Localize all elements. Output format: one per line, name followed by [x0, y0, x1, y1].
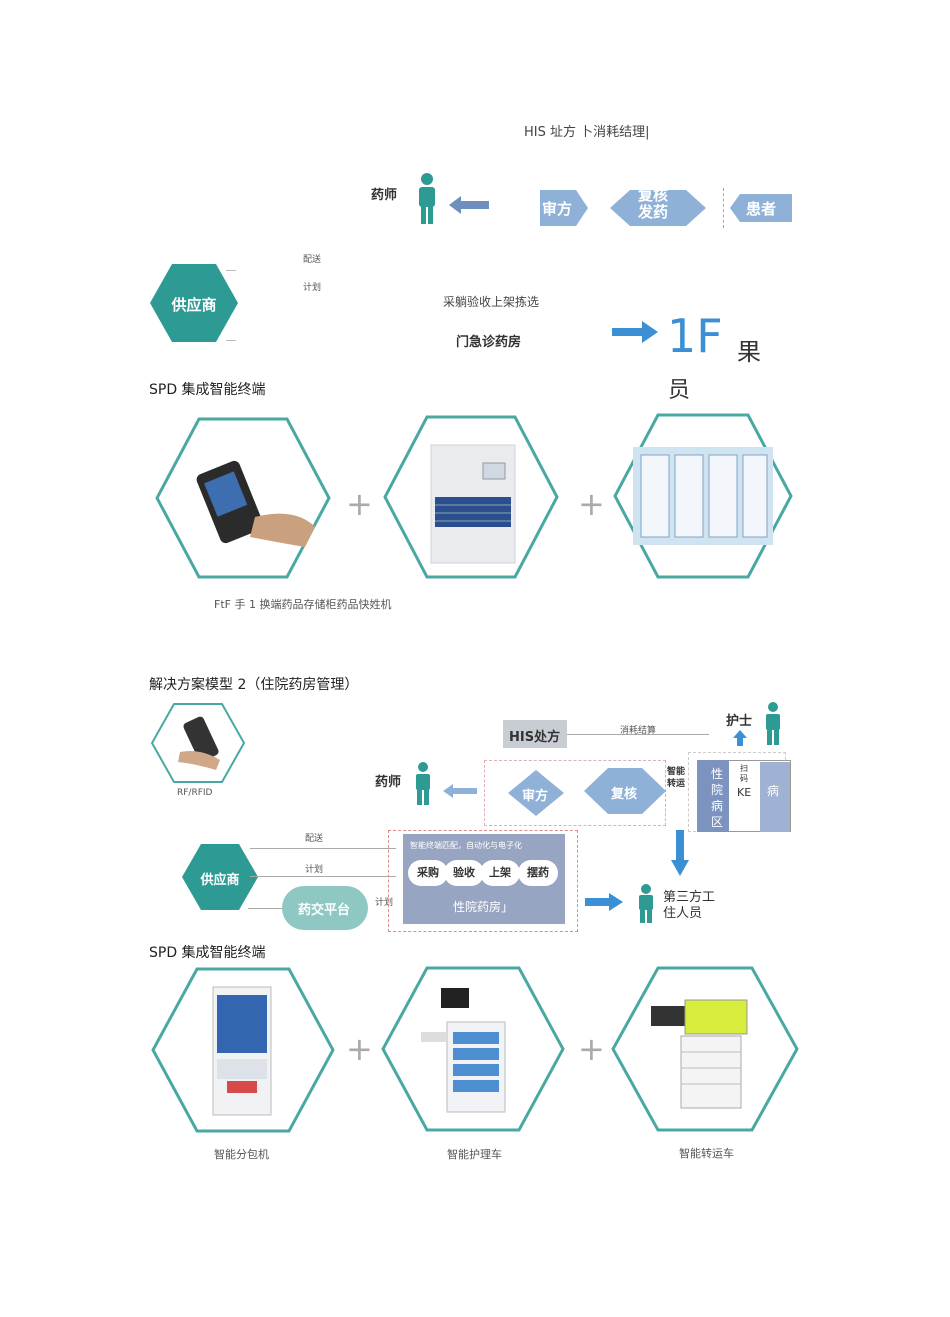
caption-packaging-machine: 智能分包机 — [214, 1148, 269, 1161]
pharmacist-label-2: 药师 — [375, 775, 402, 790]
his-rx-label: HIS处方 — [509, 730, 561, 745]
platform-label: 药交平台 — [298, 903, 351, 918]
ward-left-label: 性 院 病 区 — [711, 767, 724, 829]
outpatient-pharmacy-label: 门急诊药房 — [456, 335, 522, 350]
inpatient-pharmacy-label: 性院药房」 — [453, 900, 514, 914]
plus-icon: + — [578, 1030, 605, 1068]
terminal-title-1: SPD 集成智能终端 — [149, 382, 266, 398]
pharmacy-dashed-area — [388, 830, 578, 932]
deliver-line — [250, 848, 396, 849]
handheld-terminal-hexagon — [155, 417, 331, 579]
row1-caption: FtF 手 1 换端药品存储柜药品快姓机 — [214, 598, 392, 611]
ward-left-block — [697, 760, 729, 832]
step-accept-chip: 验收 — [444, 860, 484, 886]
smart-packaging-machine-hexagon — [151, 967, 335, 1133]
ward-right-block — [760, 762, 790, 832]
rfid-device-hexagon — [150, 703, 246, 783]
smart-header-label: 智能终端匹配，自动化与电子化 — [410, 841, 522, 850]
smart-transport-cart-hexagon — [611, 966, 799, 1132]
recheck-diamond — [610, 190, 706, 226]
supplier-label: 供应商 — [171, 296, 217, 314]
caption-transport-cart: 智能转运车 — [679, 1147, 734, 1160]
arrow-right-icon — [612, 321, 658, 343]
step-dispense-chip: 摆药 — [518, 860, 558, 886]
plus-icon: + — [346, 1030, 373, 1068]
recheck-diamond-2 — [584, 768, 666, 814]
pharmacist-person-icon — [419, 173, 435, 224]
process-steps: 采躺验收上架拣选 — [443, 295, 540, 309]
his-rx-box — [503, 720, 567, 748]
recheck-label-2: 复核 — [611, 787, 638, 802]
storage-cabinet-hexagon — [383, 415, 559, 579]
third-party-label: 第三方工 住人员 — [663, 890, 716, 921]
settle-line — [567, 734, 709, 735]
arrow-left-icon-2 — [443, 784, 477, 798]
plan-label-2a: 计划 — [305, 865, 324, 875]
patient-chevron — [730, 194, 792, 222]
supplier-line-bottom — [226, 340, 236, 341]
ke-label: KE — [737, 786, 752, 799]
supplier-label-2: 供应商 — [200, 873, 240, 888]
arrow-right-icon-2 — [585, 893, 623, 911]
plan-line — [250, 876, 396, 877]
plus-icon: + — [346, 485, 373, 523]
review-label: 审方 — [542, 200, 573, 218]
staff-label: 员 — [668, 378, 691, 403]
quick-dispense-machine-hexagon — [613, 413, 793, 579]
solution-model-2-title: 解决方案模型 2（住院药房管理） — [149, 677, 359, 693]
plus-icon: + — [578, 485, 605, 523]
ward-right-label: 病 — [767, 784, 780, 798]
review-dashed-area — [484, 760, 666, 826]
arrow-up-icon — [733, 730, 747, 746]
recheck-label: 复核 发药 — [638, 186, 669, 221]
supplier-line-top — [226, 270, 236, 271]
settle-label: 消耗结算 — [620, 726, 657, 736]
caption-nursing-cart: 智能护理车 — [447, 1148, 502, 1161]
nurse-label: 护士 — [726, 714, 753, 729]
arrow-left-icon — [449, 196, 489, 214]
platform-line — [248, 908, 282, 909]
step-purchase-chip: 采购 — [408, 860, 448, 886]
plan-label-2b: 计划 — [375, 898, 394, 908]
arrow-down-icon — [671, 830, 689, 876]
supplier-hexagon-2 — [182, 844, 258, 910]
fruit-label: 果 — [737, 338, 761, 366]
review-diamond — [508, 770, 564, 816]
smart-nursing-cart-hexagon — [381, 966, 565, 1132]
nurse-person-icon — [766, 702, 780, 745]
pharmacist-person-icon-2 — [416, 762, 430, 805]
big-f-label: 1F — [667, 309, 723, 363]
rfid-label: RF/RFID — [177, 788, 213, 798]
step-shelve-chip: 上架 — [480, 860, 520, 886]
scan-label: 扫 码 — [740, 764, 748, 783]
supplier-hexagon — [150, 264, 238, 342]
smart-transport-label: 智能 转运 — [667, 767, 686, 789]
deliver-label: 配送 — [303, 255, 322, 265]
review-label-2: 审方 — [522, 789, 549, 804]
third-party-person-icon — [639, 884, 653, 923]
plan-label: 计划 — [303, 283, 322, 293]
pharmacist-label: 药师 — [371, 188, 398, 203]
deliver-label-2: 配送 — [305, 834, 324, 844]
patient-label: 患者 — [746, 200, 777, 218]
review-chevron — [540, 190, 588, 226]
dashed-divider — [723, 188, 724, 228]
terminal-title-2: SPD 集成智能终端 — [149, 945, 266, 961]
platform-oval — [282, 886, 368, 930]
his-flow-title: HIS 址方 卜消耗结理| — [524, 125, 650, 140]
